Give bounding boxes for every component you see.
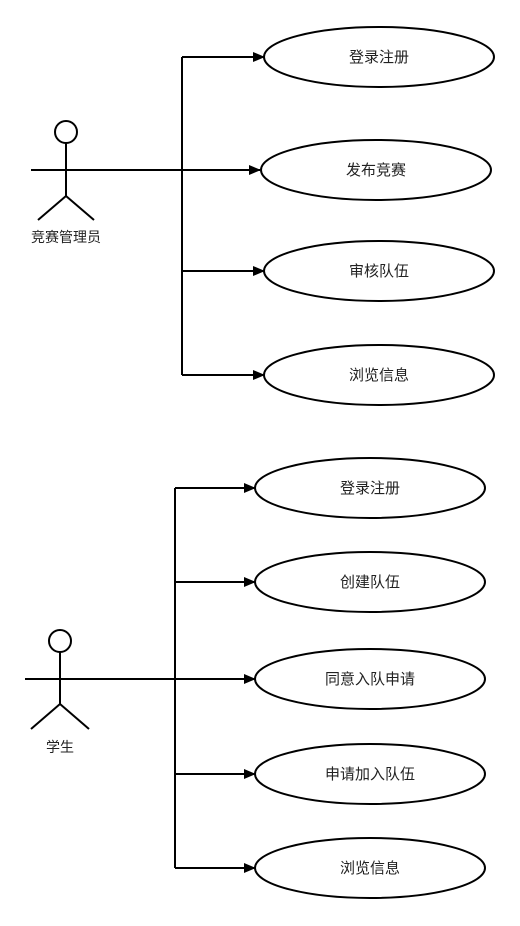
usecase-student-browse: 浏览信息 [254, 837, 486, 899]
actor-right-leg [65, 195, 95, 221]
usecase-label: 审核队伍 [349, 262, 409, 280]
usecase-admin-review: 审核队伍 [263, 240, 495, 302]
actor-left-leg [30, 703, 61, 730]
usecase-student-login: 登录注册 [254, 457, 486, 519]
usecase-student-create-team: 创建队伍 [254, 551, 486, 613]
actor-admin-label: 竞赛管理员 [31, 229, 101, 246]
actor-admin: 竞赛管理员 [31, 120, 101, 246]
actor-left-leg [37, 195, 67, 221]
actor-head-icon [48, 629, 72, 653]
usecase-label: 浏览信息 [340, 859, 400, 877]
usecase-student-apply-join: 申请加入队伍 [254, 743, 486, 805]
usecase-admin-login: 登录注册 [263, 26, 495, 88]
actor-student: 学生 [30, 629, 90, 756]
usecase-label: 浏览信息 [349, 366, 409, 384]
usecase-label: 申请加入队伍 [325, 765, 415, 783]
actor-student-figure [30, 629, 90, 730]
actor-right-leg [59, 703, 90, 730]
actor-admin-figure [37, 120, 95, 221]
usecase-student-approve-join: 同意入队申请 [254, 648, 486, 710]
usecase-admin-browse: 浏览信息 [263, 344, 495, 406]
usecase-label: 发布竞赛 [346, 161, 406, 179]
actor-head-icon [54, 120, 78, 144]
usecase-label: 登录注册 [349, 48, 409, 66]
usecase-label: 登录注册 [340, 479, 400, 497]
actor-student-label: 学生 [46, 740, 74, 756]
usecase-label: 同意入队申请 [325, 670, 415, 688]
usecase-admin-publish: 发布竞赛 [260, 139, 492, 201]
usecase-label: 创建队伍 [340, 573, 400, 591]
